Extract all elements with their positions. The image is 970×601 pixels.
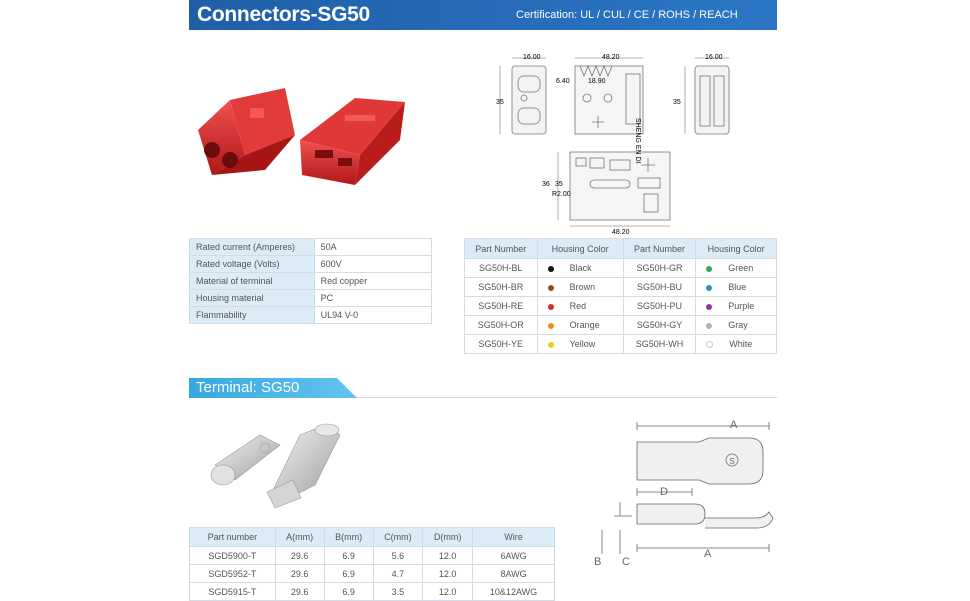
dim-b-label: B	[594, 556, 601, 568]
table-row: SG50H-BL Black SG50H-GR Green	[464, 258, 777, 278]
dim-height-right: 35	[673, 99, 681, 106]
dim-inner: 18.90	[588, 78, 606, 85]
dim-offset: 6.40	[556, 78, 570, 85]
table-row: Rated current (Amperes)50A	[189, 238, 433, 256]
logo-letter: S	[729, 457, 734, 466]
header-banner	[189, 0, 777, 30]
table-row: SG50H-BR Brown SG50H-BU Blue	[464, 277, 777, 297]
color-dot	[706, 322, 713, 329]
color-dot	[706, 341, 714, 349]
dim-top-mid: 48.20	[602, 54, 620, 61]
color-dot	[547, 303, 554, 310]
color-dot	[547, 284, 554, 291]
table-row: Rated voltage (Volts)600V	[189, 255, 433, 273]
color-dot	[706, 284, 713, 291]
terminal-title: Terminal: SG50	[196, 379, 300, 396]
page-title: Connectors-SG50	[197, 3, 370, 26]
table-row: SG50H-RE Red SG50H-PU Purple	[464, 296, 777, 316]
connector-product-image	[198, 88, 405, 185]
terminal-product-image	[210, 423, 341, 509]
color-dot	[706, 265, 713, 272]
spec-table: Rated current (Amperes)50A Rated voltage…	[189, 238, 433, 324]
dim-bottom-h1: 36	[542, 181, 550, 188]
dim-a2-label: A	[704, 548, 712, 560]
table-row: SG50H-YE Yellow SG50H-WH White	[464, 334, 777, 354]
dim-height: 35	[496, 99, 504, 106]
dim-a-label: A	[730, 420, 738, 431]
dim-top-right: 16.00	[705, 54, 723, 61]
dim-d-label: D	[660, 486, 668, 498]
connector-dimension-drawing: 16.00 48.20 16.00 6.40 18.90 35 35 36 35…	[496, 54, 730, 236]
color-dot	[547, 341, 554, 348]
terminal-dimension-drawing: A S D A B C	[594, 420, 774, 568]
section-divider	[189, 397, 777, 398]
dim-c-label: C	[622, 556, 630, 568]
dim-bottom-width: 48.20	[612, 229, 630, 236]
terminal-banner	[189, 378, 357, 398]
dim-top-left: 16.00	[523, 54, 541, 61]
dim-radius: R2.00	[552, 191, 571, 198]
color-dot	[547, 265, 554, 272]
color-dot	[706, 303, 713, 310]
dim-bottom-h2: 35	[555, 181, 563, 188]
brand-mark: SHENG EN DI	[634, 118, 641, 164]
color-dot	[547, 322, 554, 329]
certification-text: Certification: UL / CUL / CE / ROHS / RE…	[516, 9, 738, 21]
table-row: SG50H-OR Orange SG50H-GY Gray	[464, 315, 777, 335]
